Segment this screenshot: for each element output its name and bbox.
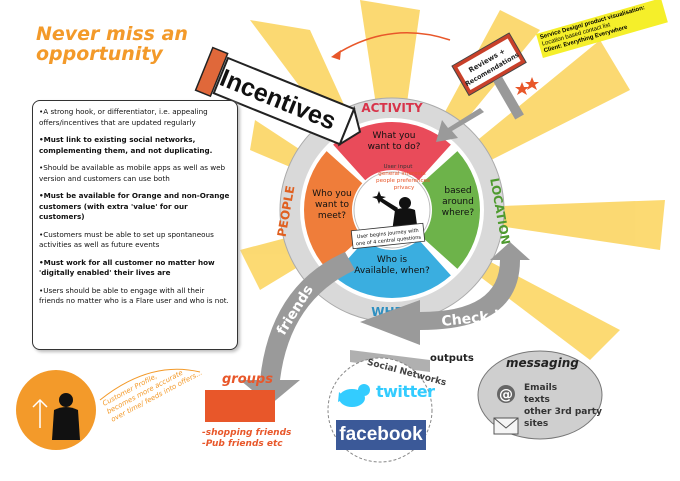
twitter-logo: twitter bbox=[376, 382, 435, 401]
profile-arrow bbox=[99, 368, 201, 401]
twitter-bird-icon bbox=[338, 384, 370, 407]
location-segment bbox=[421, 151, 481, 269]
feedback-arrow bbox=[334, 32, 451, 56]
facebook-logo: facebook bbox=[336, 420, 426, 450]
when-question-2: Available, when? bbox=[354, 266, 430, 276]
center-line-2: people preferences bbox=[376, 178, 430, 184]
headline: Never miss an opportunity bbox=[36, 24, 188, 64]
headline-line-1: Never miss an bbox=[36, 23, 188, 45]
requirement-item: •Must work for all customer no matter ho… bbox=[39, 257, 215, 278]
at-sign-icon: @ bbox=[497, 385, 515, 403]
people-segment bbox=[303, 151, 363, 269]
activity-segment bbox=[333, 122, 451, 181]
reviews-arrow bbox=[436, 108, 484, 142]
center-line-1: general interests bbox=[378, 171, 425, 177]
center-title: User input bbox=[384, 164, 414, 170]
checkin-arrow bbox=[360, 242, 530, 345]
customer-person-icon bbox=[52, 393, 80, 440]
reviews-sign: Reviews + Recomendations bbox=[451, 32, 527, 120]
headline-line-2: opportunity bbox=[36, 43, 163, 65]
when-segment bbox=[333, 239, 451, 298]
requirement-item: •Users should be able to engage with all… bbox=[39, 285, 229, 306]
people-question-1: Who you bbox=[312, 189, 352, 199]
requirement-item: •A strong hook, or differentiator, i.e. … bbox=[39, 107, 208, 127]
wheel-quadrants bbox=[303, 122, 481, 298]
rating-stars-icon bbox=[515, 77, 539, 95]
requirements-panel: •A strong hook, or differentiator, i.e. … bbox=[32, 100, 238, 350]
messaging-title: messaging bbox=[506, 356, 579, 370]
activity-question-2: want to do? bbox=[368, 142, 421, 152]
requirement-item: •Customers must be able to set up sponta… bbox=[39, 229, 214, 250]
messaging-item-3: other 3rd party bbox=[524, 407, 602, 417]
location-question-1: based bbox=[444, 186, 471, 196]
requirement-item: •Must be available for Orange and non-Or… bbox=[39, 191, 230, 221]
location-question-3: where? bbox=[442, 208, 475, 218]
journey-note: User begins journey with one of 4 centra… bbox=[350, 222, 426, 250]
activity-question-1: What you bbox=[372, 131, 415, 141]
groups-box bbox=[205, 390, 275, 422]
ring-label-activity: ACTIVITY bbox=[361, 101, 423, 115]
groups-title: groups bbox=[222, 372, 273, 387]
group-item-1: -shopping friends bbox=[202, 428, 292, 438]
checkin-label: Check-in bbox=[441, 307, 510, 330]
requirement-item: •Must link to existing social networks, … bbox=[39, 135, 213, 155]
messaging-item-1: Emails bbox=[524, 383, 558, 393]
group-item-2: -Pub friends etc bbox=[202, 439, 283, 449]
requirements-list: •A strong hook, or differentiator, i.e. … bbox=[39, 107, 231, 307]
outputs-label: outputs bbox=[430, 353, 474, 364]
when-question-1: Who is bbox=[377, 255, 407, 265]
people-question-3: meet? bbox=[318, 211, 346, 221]
location-question-2: around bbox=[442, 197, 474, 207]
messaging-item-4: sites bbox=[524, 419, 549, 429]
svg-text:@: @ bbox=[499, 387, 513, 403]
messaging-item-2: texts bbox=[524, 395, 550, 405]
envelope-icon bbox=[493, 417, 519, 435]
friends-arrow bbox=[240, 252, 355, 405]
people-question-2: want to bbox=[315, 200, 349, 210]
requirement-item: •Should be available as mobile apps as w… bbox=[39, 163, 226, 183]
up-arrow-icon bbox=[32, 398, 48, 428]
center-line-3: privacy bbox=[394, 185, 415, 191]
messaging-list: Emails texts other 3rd party sites bbox=[524, 382, 602, 430]
star-icon bbox=[372, 191, 386, 204]
messaging-cloud bbox=[477, 350, 603, 440]
groups-list: -shopping friends -Pub friends etc bbox=[202, 428, 291, 450]
